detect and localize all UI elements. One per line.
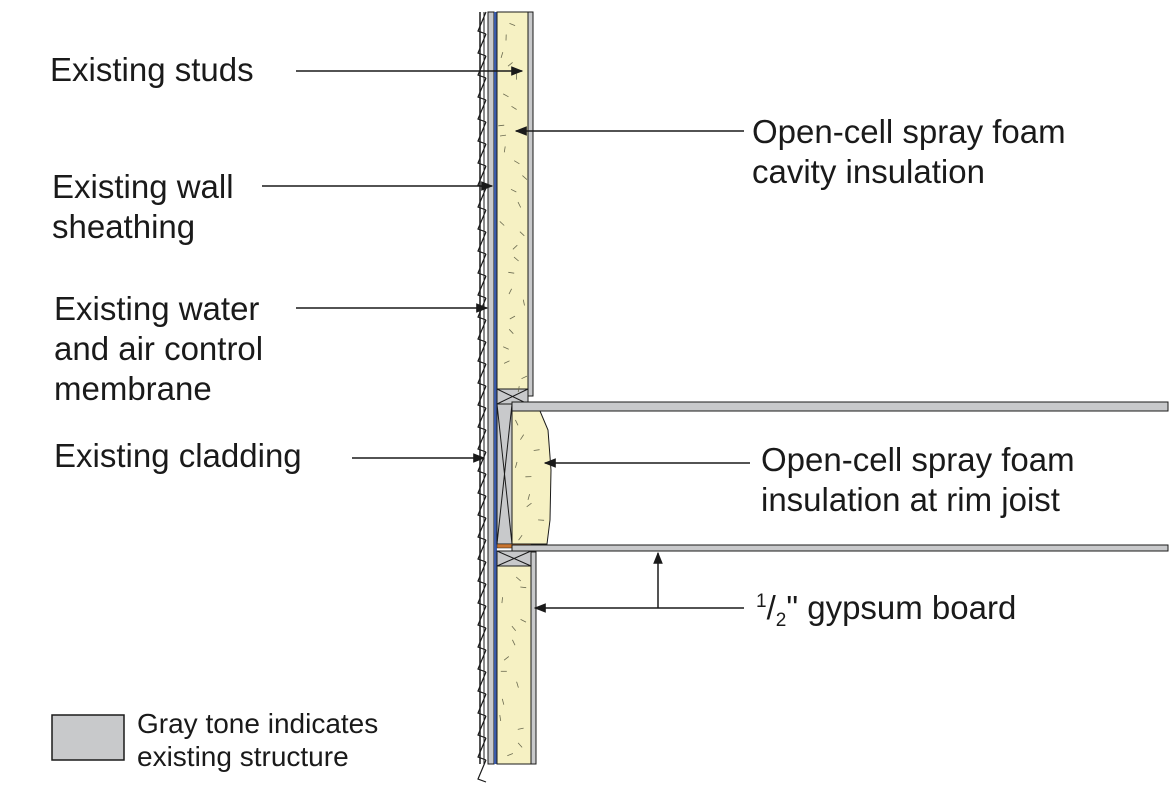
gypsum-board-lower	[530, 551, 537, 765]
label-existing-cladding: Existing cladding	[54, 437, 302, 474]
gypsum-fraction-numerator: 1	[756, 591, 767, 612]
label-existing-membrane-line-3: membrane	[54, 370, 212, 407]
gypsum-fraction-denominator: 2	[775, 610, 787, 631]
leader-lines	[262, 66, 750, 613]
label-existing-wall-sheathing-line-1: Existing wall	[52, 168, 234, 205]
label-existing-membrane-line-1: Existing water	[54, 290, 260, 327]
label-spray-foam-cavity-line-1: Open-cell spray foam	[752, 113, 1066, 150]
existing-cladding	[477, 11, 487, 783]
label-spray-foam-cavity: Open-cell spray foam cavity insulation	[752, 112, 1066, 192]
cavity-foam-lower	[496, 565, 532, 765]
existing-membrane	[494, 12, 497, 764]
label-existing-wall-sheathing: Existing wall sheathing	[52, 167, 234, 247]
gypsum-fraction-slash: /	[766, 589, 776, 626]
legend-line-1: Gray tone indicates	[137, 708, 379, 739]
gypsum-label-text: " gypsum board	[786, 589, 1017, 626]
label-spray-foam-rim-line-1: Open-cell spray foam	[761, 441, 1075, 478]
gypsum-board-upper	[527, 11, 534, 397]
label-gypsum-board: 1/2" gypsum board	[756, 588, 1016, 634]
label-spray-foam-cavity-line-2: cavity insulation	[752, 153, 985, 190]
legend-line-2: existing structure	[137, 741, 349, 772]
label-existing-membrane-line-2: and air control	[54, 330, 264, 367]
label-existing-membrane: Existing water and air control membrane	[54, 289, 263, 409]
rim-joist	[496, 403, 513, 545]
legend-text: Gray tone indicates existing structure	[137, 707, 378, 773]
upper-floor	[511, 401, 1169, 412]
label-spray-foam-rim-line-2: insulation at rim joist	[761, 481, 1060, 518]
label-existing-wall-sheathing-line-2: sheathing	[52, 208, 196, 245]
label-existing-studs: Existing studs	[50, 51, 254, 88]
legend-swatch	[51, 714, 125, 761]
bottom-plate	[496, 550, 532, 567]
foam-texture	[498, 23, 545, 757]
label-spray-foam-rim: Open-cell spray foam insulation at rim j…	[761, 440, 1075, 520]
existing-wall-sheathing	[487, 11, 495, 765]
lower-floor	[511, 544, 1169, 552]
rim-joist-foam	[511, 410, 552, 545]
